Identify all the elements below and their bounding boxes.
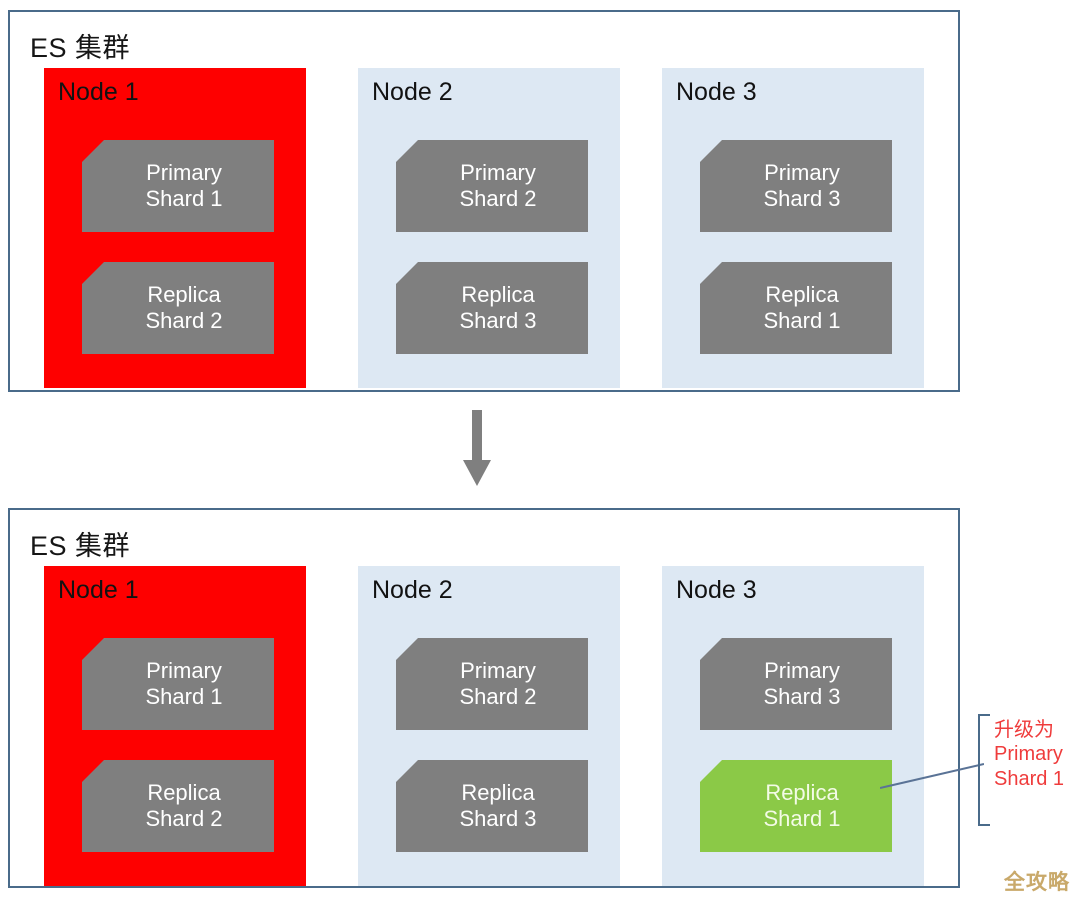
shard-replica-shard-2[interactable]: Replica Shard 2 (82, 262, 274, 354)
cluster-title-after: ES 集群 (30, 531, 131, 561)
annotation-text: 升级为 Primary Shard 1 (994, 719, 1065, 790)
node-box-node-1-after[interactable]: Node 1 Primary Shard 1 Replica Shard 2 (44, 566, 306, 886)
node-box-node-1-before[interactable]: Node 1 Primary Shard 1 Replica Shard 2 (44, 68, 306, 388)
node-label: Node 3 (676, 78, 757, 106)
shard-label: Primary Shard 2 (459, 658, 537, 709)
shard-label: Replica Shard 1 (763, 780, 841, 831)
down-arrow-icon (463, 410, 491, 486)
node-label: Node 1 (58, 78, 139, 106)
node-box-node-2-before[interactable]: Node 2 Primary Shard 2 Replica Shard 3 (358, 68, 620, 388)
shard-label: Replica Shard 2 (145, 780, 223, 831)
annotation-bracket-icon (978, 714, 990, 826)
shard-replica-shard-1-promoted[interactable]: Replica Shard 1 (700, 760, 892, 852)
promotion-annotation: 升级为 Primary Shard 1 (978, 714, 1078, 826)
shard-label: Primary Shard 3 (763, 160, 841, 211)
annotation-connector-line (880, 763, 984, 789)
shard-primary-shard-3[interactable]: Primary Shard 3 (700, 140, 892, 232)
shard-replica-shard-3[interactable]: Replica Shard 3 (396, 262, 588, 354)
shard-label: Primary Shard 3 (763, 658, 841, 709)
shard-label: Replica Shard 3 (459, 282, 537, 333)
shard-label: Replica Shard 2 (145, 282, 223, 333)
node-box-node-3-before[interactable]: Node 3 Primary Shard 3 Replica Shard 1 (662, 68, 924, 388)
node-box-node-3-after[interactable]: Node 3 Primary Shard 3 Replica Shard 1 (662, 566, 924, 886)
shard-replica-shard-2[interactable]: Replica Shard 2 (82, 760, 274, 852)
shard-replica-shard-3[interactable]: Replica Shard 3 (396, 760, 588, 852)
shard-label: Replica Shard 1 (763, 282, 841, 333)
shard-primary-shard-2[interactable]: Primary Shard 2 (396, 638, 588, 730)
shard-label: Primary Shard 2 (459, 160, 537, 211)
shard-primary-shard-2[interactable]: Primary Shard 2 (396, 140, 588, 232)
shard-replica-shard-1[interactable]: Replica Shard 1 (700, 262, 892, 354)
cluster-title-before: ES 集群 (30, 33, 131, 63)
node-box-node-2-after[interactable]: Node 2 Primary Shard 2 Replica Shard 3 (358, 566, 620, 886)
node-label: Node 2 (372, 576, 453, 604)
shard-label: Primary Shard 1 (145, 658, 223, 709)
node-label: Node 3 (676, 576, 757, 604)
cluster-panel-after: ES 集群 Node 1 Primary Shard 1 Replica Sha… (8, 508, 960, 888)
watermark: 全攻略 (1004, 871, 1070, 894)
node-label: Node 2 (372, 78, 453, 106)
shard-primary-shard-3[interactable]: Primary Shard 3 (700, 638, 892, 730)
shard-primary-shard-1[interactable]: Primary Shard 1 (82, 638, 274, 730)
cluster-panel-before: ES 集群 Node 1 Primary Shard 1 Replica Sha… (8, 10, 960, 392)
shard-label: Primary Shard 1 (145, 160, 223, 211)
node-label: Node 1 (58, 576, 139, 604)
shard-label: Replica Shard 3 (459, 780, 537, 831)
shard-primary-shard-1[interactable]: Primary Shard 1 (82, 140, 274, 232)
